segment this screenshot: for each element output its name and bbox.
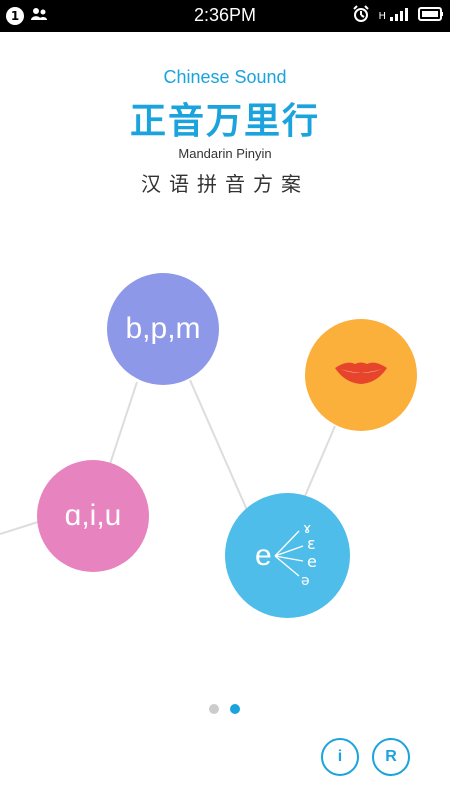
battery-icon bbox=[418, 6, 444, 26]
status-right: H bbox=[352, 5, 444, 27]
finals-label: ɑ,i,u bbox=[64, 499, 122, 532]
app-subtitle-en: Mandarin Pinyin bbox=[178, 146, 272, 161]
initials-label: b,p,m bbox=[125, 312, 201, 345]
lips-bubble[interactable] bbox=[305, 319, 417, 431]
contacts-icon bbox=[30, 6, 48, 25]
e-variant-4: ə bbox=[301, 573, 310, 589]
info-button[interactable]: i bbox=[321, 738, 359, 776]
alarm-icon bbox=[352, 5, 370, 27]
register-button[interactable]: R bbox=[372, 738, 410, 776]
e-main-label: e bbox=[255, 539, 272, 572]
lips-icon bbox=[333, 358, 389, 393]
network-type: H bbox=[378, 10, 386, 22]
status-left: 1 bbox=[6, 6, 48, 25]
notification-badge: 1 bbox=[6, 6, 24, 25]
status-bar: 1 2:36PM H bbox=[0, 0, 450, 32]
app-title-en: Chinese Sound bbox=[163, 67, 287, 87]
info-label: i bbox=[337, 748, 343, 765]
page-indicator-2-active[interactable] bbox=[230, 704, 240, 714]
e-variants-bubble[interactable]: e ɤ ɛ e ə bbox=[225, 493, 350, 618]
page-indicator-1[interactable] bbox=[209, 704, 219, 714]
app-subtitle-cn: 汉语拼音方案 bbox=[141, 172, 309, 196]
e-variant-2: ɛ bbox=[307, 534, 316, 553]
e-variants-diagram: e ɤ ɛ e ə bbox=[255, 521, 317, 589]
finals-bubble[interactable]: ɑ,i,u bbox=[37, 460, 149, 572]
app-title-cn: 正音万里行 bbox=[129, 101, 320, 142]
register-label: R bbox=[385, 748, 397, 765]
status-time: 2:36PM bbox=[193, 5, 257, 25]
e-variant-1: ɤ bbox=[303, 521, 311, 537]
e-variant-3: e bbox=[307, 552, 317, 571]
signal-icon bbox=[388, 6, 410, 26]
initials-bubble[interactable]: b,p,m bbox=[107, 273, 219, 385]
